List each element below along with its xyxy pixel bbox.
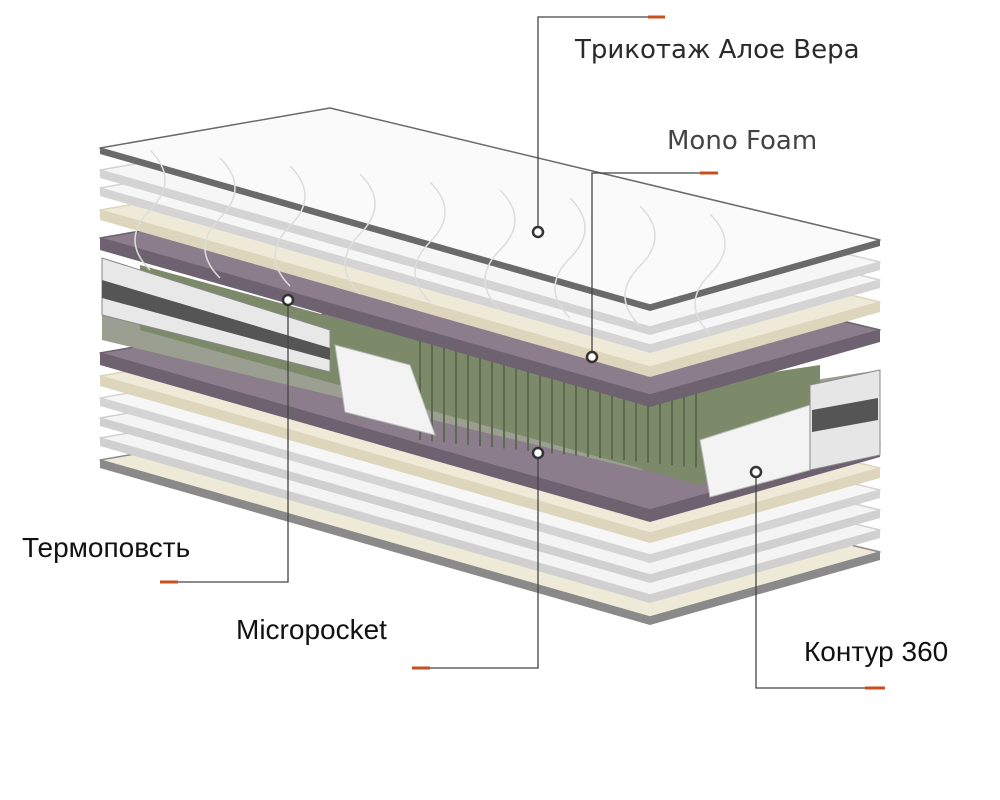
contour-corner-piece xyxy=(334,344,436,436)
label-mono-foam: Mono Foam xyxy=(667,126,818,156)
label-aloe-vera-knit: Трикотаж Алое Вера xyxy=(575,35,860,65)
callout-micropocket-line xyxy=(412,453,539,669)
callout-contour-dot xyxy=(749,465,763,479)
border-band-left xyxy=(102,280,330,360)
callout-mono-foam-dot xyxy=(585,350,599,364)
callout-mono-foam-line xyxy=(591,172,718,357)
border-band-right xyxy=(812,398,878,432)
callout-micropocket-dot xyxy=(531,446,545,460)
aloe-vera-top-cover xyxy=(99,107,881,306)
callout-aloe-line xyxy=(537,16,665,232)
label-thermofelt: Термоповсть xyxy=(22,532,191,563)
callout-contour-line xyxy=(755,472,885,689)
quilt-stitch xyxy=(484,189,516,311)
quilt-stitch xyxy=(624,205,656,327)
label-contour-360: Контур 360 xyxy=(804,636,949,667)
callout-thermofelt-dot xyxy=(281,293,295,307)
callout-aloe-dot xyxy=(531,225,545,239)
label-micropocket: Micropocket xyxy=(236,614,387,645)
callout-thermofelt-line xyxy=(160,300,289,583)
quilt-stitch xyxy=(134,149,166,271)
quilt-stitch xyxy=(274,165,306,287)
quilt-stitch xyxy=(344,173,376,295)
quilt-stitch xyxy=(204,157,236,279)
quilt-stitch xyxy=(554,197,586,319)
quilt-stitch xyxy=(694,213,726,335)
quilt-stitch xyxy=(414,181,446,303)
